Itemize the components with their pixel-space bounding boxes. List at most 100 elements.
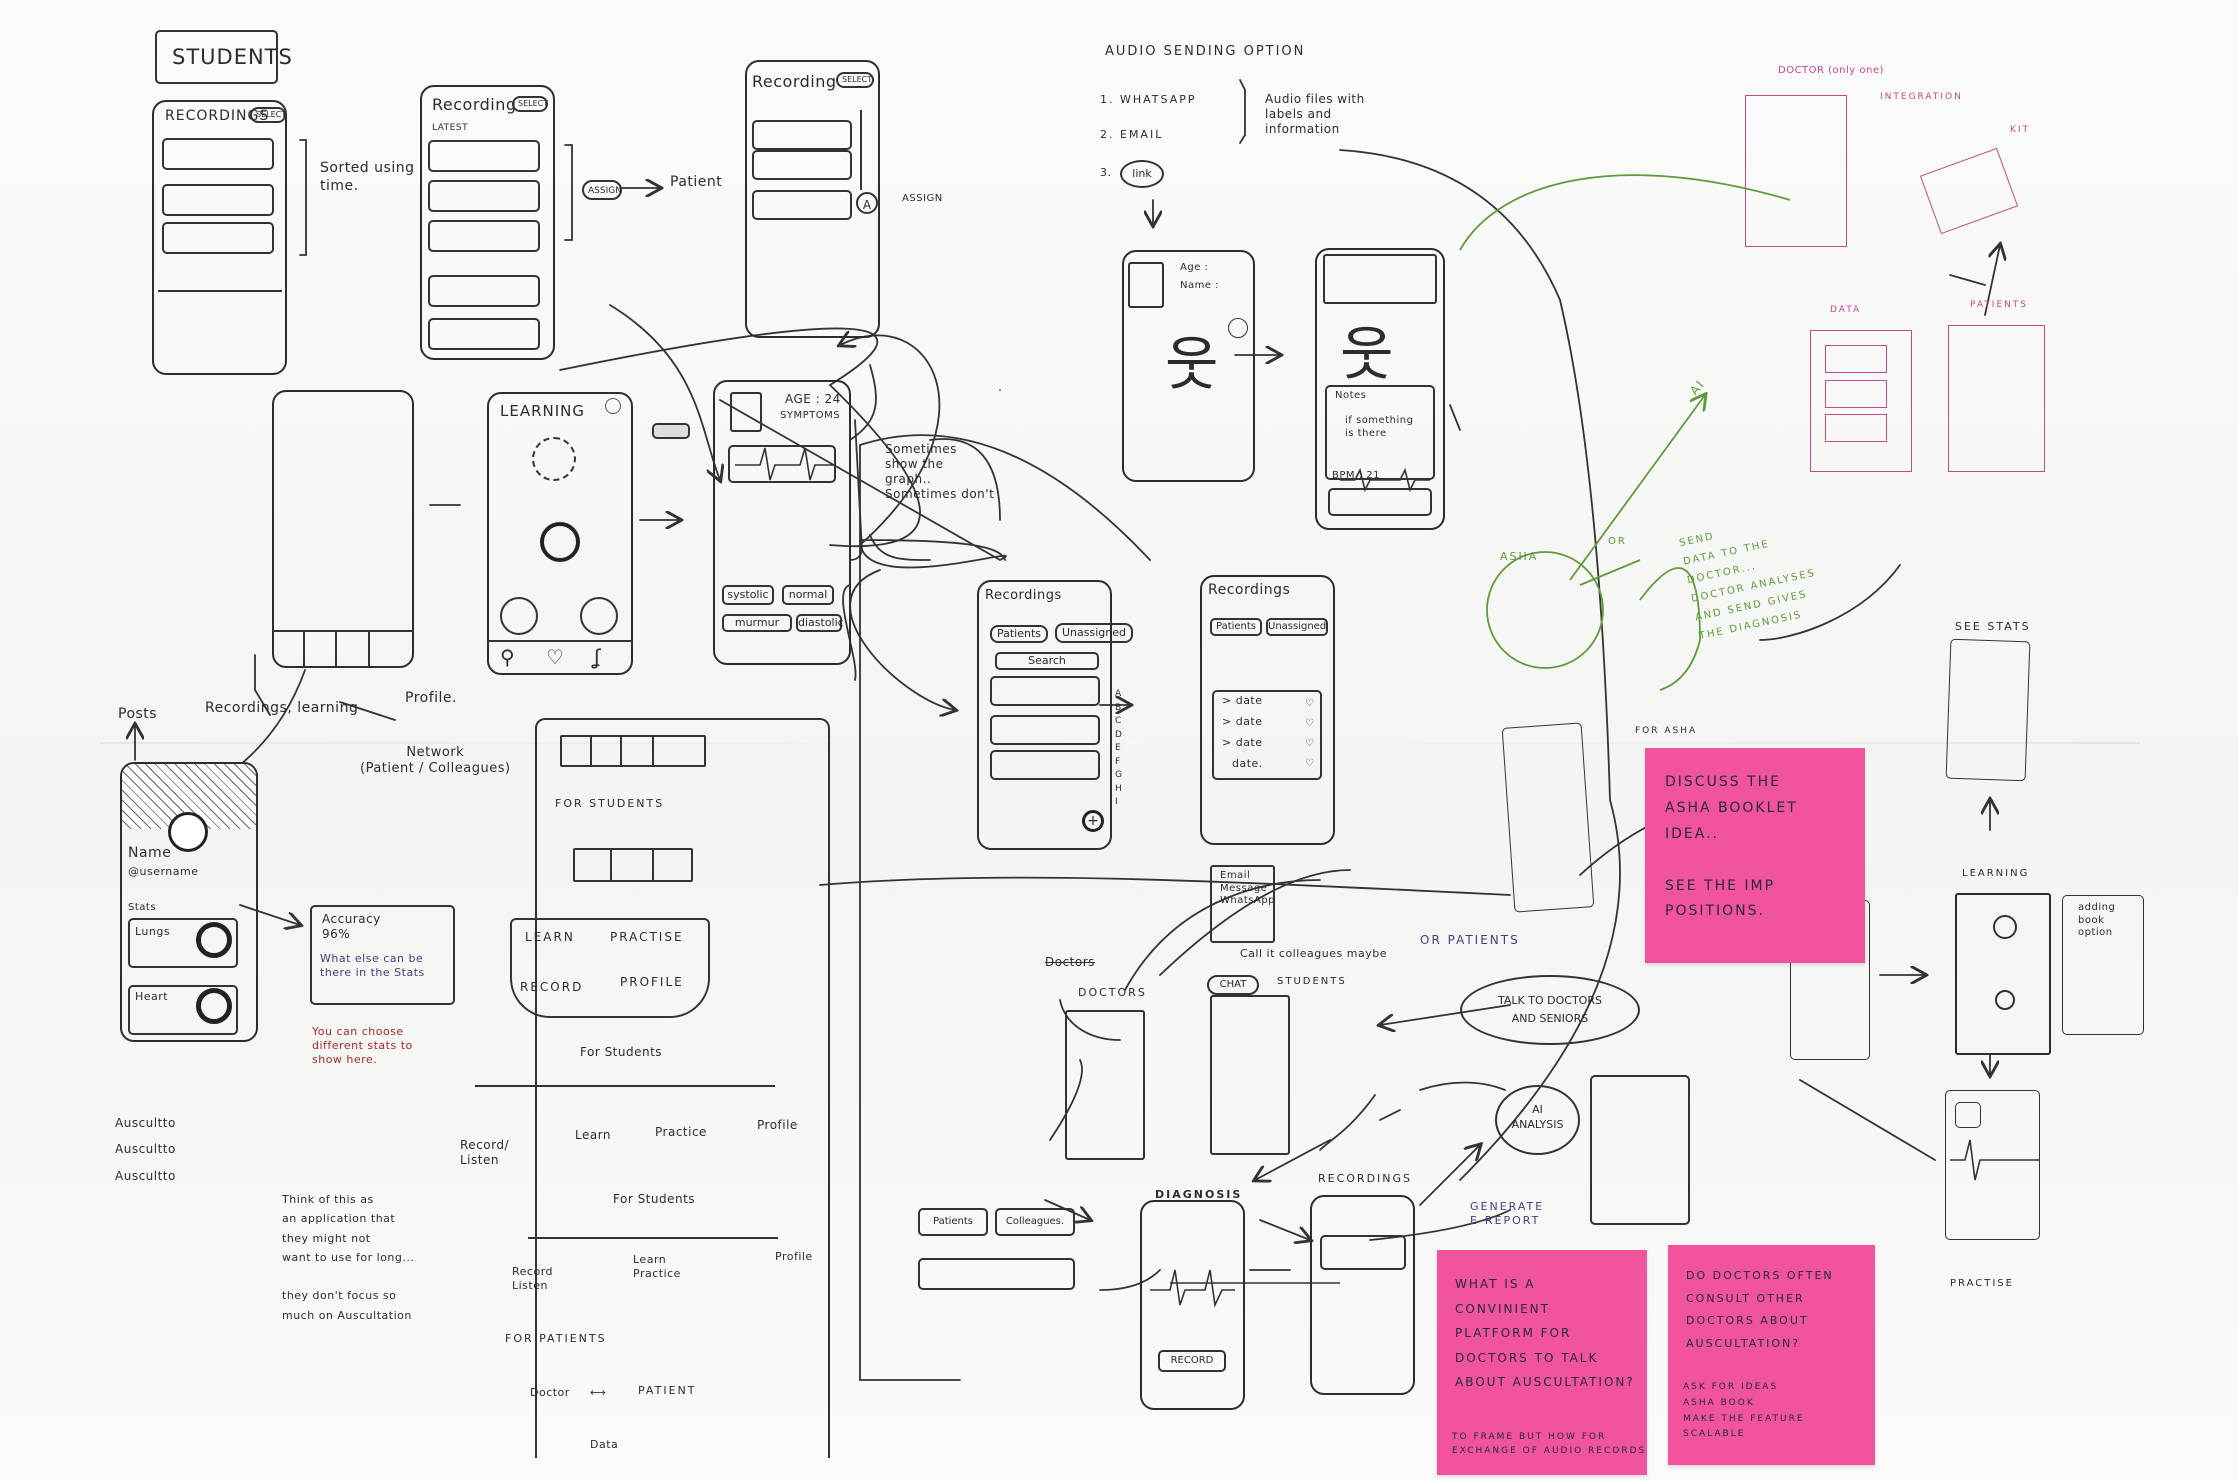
recording2-row[interactable] [752, 190, 852, 220]
recordings-date-title: Recordings [1208, 582, 1290, 600]
recording-row[interactable] [428, 318, 540, 350]
for-patients: FOR PATIENTS [505, 1332, 607, 1346]
bpm-text: BPM : 21 [1332, 470, 1380, 483]
doctor-node: Doctor [530, 1386, 570, 1400]
assign-button[interactable]: ASSIGN [582, 180, 622, 200]
notes-text: if something is there [1345, 415, 1413, 440]
recording-row[interactable] [428, 275, 540, 307]
accuracy-note: What else can be there in the Stats [320, 952, 425, 980]
audio-link-bubble[interactable]: link [1120, 160, 1164, 188]
recordings-list-row[interactable] [990, 676, 1100, 706]
learning-node-icon[interactable] [580, 597, 618, 635]
recording-select-chip[interactable]: SELECT [512, 96, 548, 112]
sticky-consult-sub: ASK FOR IDEAS ASHA BOOK MAKE THE FEATURE… [1683, 1380, 1805, 1443]
assign-target: Patient [670, 174, 722, 192]
recordings-phone-3 [1310, 1195, 1415, 1395]
tab-divider [272, 630, 414, 632]
data-node: Data [590, 1438, 618, 1452]
tab-unassigned-2[interactable]: Unassigned [1266, 618, 1328, 636]
recordings-list-row[interactable] [990, 750, 1100, 780]
patient-node: PATIENT [638, 1384, 696, 1398]
tab-sep [303, 632, 305, 666]
audio-player-bar[interactable] [1328, 488, 1432, 516]
chat-pill[interactable]: CHAT [1207, 975, 1259, 995]
recordings-row[interactable] [162, 184, 274, 216]
add-button[interactable]: + [1082, 810, 1104, 832]
for-students-2: For Students [580, 1045, 662, 1060]
heart-icon[interactable]: ♡ [546, 645, 564, 670]
share-icon[interactable] [1228, 318, 1248, 338]
record-listen-2: Record Listen [512, 1265, 553, 1293]
recording-row[interactable] [428, 220, 540, 252]
date-row[interactable]: > date [1222, 715, 1263, 729]
menu-record[interactable]: RECORD [520, 980, 583, 995]
sticky-consult-text: DO DOCTORS OFTEN CONSULT OTHER DOCTORS A… [1686, 1265, 1834, 1355]
recordings-select-chip[interactable]: SELECT [250, 107, 286, 123]
recording-row[interactable] [428, 180, 540, 212]
lungs-label: Lungs [135, 925, 170, 939]
recording2-row[interactable] [752, 120, 852, 150]
avatar [168, 812, 208, 852]
audio-title: AUDIO SENDING OPTION [1105, 44, 1305, 60]
sticky-platform: WHAT IS A CONVINIENT PLATFORM FOR DOCTOR… [1437, 1250, 1647, 1475]
menu-profile[interactable]: PROFILE [620, 975, 684, 990]
doctors-label: DOCTORS [1078, 986, 1147, 1000]
assign-letter-badge[interactable]: A [856, 192, 878, 214]
search-input[interactable]: Search [995, 652, 1099, 670]
learning-node-icon[interactable] [532, 437, 576, 481]
menu-practise[interactable]: PRACTISE [610, 930, 684, 945]
lungs-gauge-icon [196, 922, 232, 958]
stethoscope-icon[interactable]: ⚲ [500, 645, 515, 670]
heart-gauge-icon [196, 988, 232, 1024]
recording2-select-chip[interactable]: SELECT [836, 72, 874, 88]
recording-row[interactable] [428, 140, 540, 172]
colleague-row[interactable] [918, 1258, 1075, 1290]
record-button[interactable]: RECORD [1158, 1350, 1226, 1372]
tab-colleagues[interactable]: Colleagues. [995, 1208, 1075, 1236]
diagnosis-label: DIAGNOSIS [1155, 1188, 1242, 1202]
doctor-hint: DOCTOR (only one) [1778, 65, 1884, 78]
recordings-list-row[interactable] [990, 715, 1100, 745]
profile-name: Name [128, 845, 171, 863]
practise-label: PRACTISE [1950, 1278, 2014, 1291]
sort-note: Sorted using time. [320, 160, 414, 195]
tab-patients-2[interactable]: Patients [1210, 618, 1262, 636]
record-listen: Record/ Listen [460, 1138, 509, 1168]
or-label: OR [1608, 536, 1627, 549]
recordings-row[interactable] [162, 222, 274, 254]
date-row[interactable]: date. [1232, 757, 1263, 771]
user-icon[interactable] [605, 398, 621, 414]
call-note: Call it colleagues maybe [1240, 947, 1387, 961]
doctors-screen [1065, 1010, 1145, 1160]
recording2-row[interactable] [752, 150, 852, 180]
tag-diastolic[interactable]: diastolic [796, 614, 842, 632]
talk-bubble: TALK TO DOCTORS AND SENIORS [1460, 975, 1640, 1045]
tab-bar-sketch-2 [573, 848, 693, 882]
date-row[interactable]: > date [1222, 694, 1263, 708]
recordings-label: RECORDINGS [1318, 1172, 1412, 1186]
alphabet-index[interactable]: A B C D E F G H I [1115, 688, 1122, 810]
profile-label: Profile. [405, 690, 457, 708]
date-row[interactable]: > date [1222, 736, 1263, 750]
recording-item[interactable] [1320, 1235, 1406, 1270]
tag-systolic[interactable]: systolic [722, 585, 774, 605]
profile-2: Profile [757, 1118, 798, 1133]
learning-node-icon[interactable] [540, 522, 580, 562]
tab-patients[interactable]: Patients [990, 625, 1048, 643]
magenta-doctor-screen [1745, 95, 1847, 247]
tag-murmur[interactable]: murmur [722, 614, 792, 632]
tab-sep [368, 632, 370, 666]
audio-name: Name : [1180, 280, 1219, 293]
audio-note: Audio files with labels and information [1265, 92, 1365, 137]
learning-node-icon[interactable] [500, 597, 538, 635]
tab-bar-sketch [560, 735, 706, 767]
practise-thumb [1955, 1102, 1981, 1128]
lungs-icon[interactable]: ʆ [594, 645, 601, 670]
tab-unassigned[interactable]: Unassigned [1055, 623, 1133, 643]
menu-learn[interactable]: LEARN [525, 930, 575, 945]
recordings-row[interactable] [162, 138, 274, 170]
tab-patients-3[interactable]: Patients [918, 1208, 988, 1236]
asha-label: ASHA [1500, 550, 1538, 564]
tag-normal[interactable]: normal [782, 585, 834, 605]
stats-screen [1946, 639, 2031, 782]
